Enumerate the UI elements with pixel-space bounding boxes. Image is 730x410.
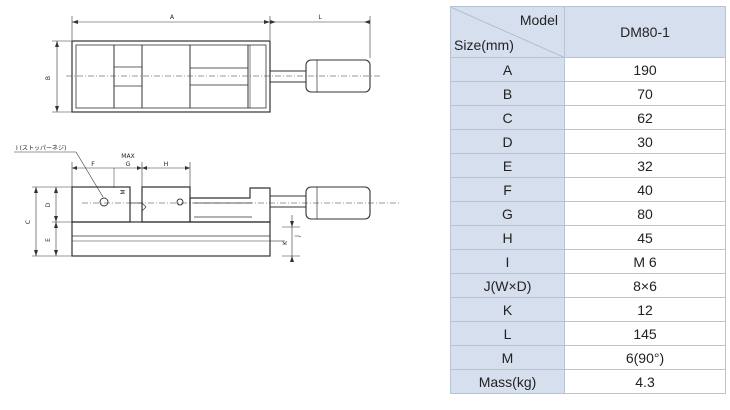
spec-label-cell: C (450, 105, 565, 130)
dim-label-MAX: MAX (121, 153, 134, 160)
spec-value-cell: 12 (564, 297, 726, 322)
spec-value-cell: 70 (564, 81, 726, 106)
dim-label-M: M (120, 189, 127, 194)
dim-label-K: K (282, 240, 289, 245)
dim-label-A: A (170, 14, 175, 21)
spec-label-cell: F (450, 177, 565, 202)
spec-value-cell: 40 (564, 177, 726, 202)
spec-label-cell: M (450, 345, 565, 370)
spec-label-cell: L (450, 321, 565, 346)
dim-label-C: C (25, 220, 32, 224)
side-view (14, 151, 400, 262)
spec-value-cell: 80 (564, 201, 726, 226)
dim-label-H: H (164, 161, 169, 168)
spec-value-cell: 32 (564, 153, 726, 178)
header-model-label: Model (519, 12, 558, 28)
dim-label-D: D (45, 202, 52, 207)
spec-label-cell: G (450, 201, 565, 226)
spec-label-cell: B (450, 81, 565, 106)
header-size-label: Size(mm) (454, 37, 514, 53)
spec-value-cell: 190 (564, 57, 726, 82)
spec-value-cell: 4.3 (564, 369, 726, 394)
table-row: J(W×D)8×6 (450, 273, 726, 298)
spec-value-cell: 45 (564, 225, 726, 250)
spec-label-cell: K (450, 297, 565, 322)
spec-label-cell: E (450, 153, 565, 178)
vise-technical-drawing: A L B I (ストッパーネジ) F MAX G H M D C E K J (14, 14, 400, 262)
spec-header-row: Model Size(mm) DM80-1 (450, 6, 726, 58)
dim-label-I: I (ストッパーネジ) (16, 145, 66, 152)
dim-label-G: G (126, 161, 131, 168)
spec-value-cell: M 6 (564, 249, 726, 274)
spec-header-corner: Model Size(mm) (450, 6, 565, 58)
dim-label-B: B (45, 76, 52, 80)
spec-value-cell: 62 (564, 105, 726, 130)
spec-label-cell: H (450, 225, 565, 250)
table-row: Mass(kg)4.3 (450, 369, 726, 394)
dim-label-F: F (91, 161, 95, 168)
dim-label-L: L (318, 14, 322, 21)
dim-label-J: J (294, 235, 301, 238)
spec-label-cell: D (450, 129, 565, 154)
spec-label-cell: J(W×D) (450, 273, 565, 298)
spec-value-cell: 145 (564, 321, 726, 346)
spec-value-cell: 8×6 (564, 273, 726, 298)
spec-value-cell: 30 (564, 129, 726, 154)
model-name: DM80-1 (564, 6, 726, 58)
spec-label-cell: A (450, 57, 565, 82)
spec-value-cell: 6(90°) (564, 345, 726, 370)
spec-label-cell: I (450, 249, 565, 274)
spec-label-cell: Mass(kg) (450, 369, 565, 394)
top-view (52, 16, 380, 113)
dim-label-E: E (45, 238, 52, 242)
